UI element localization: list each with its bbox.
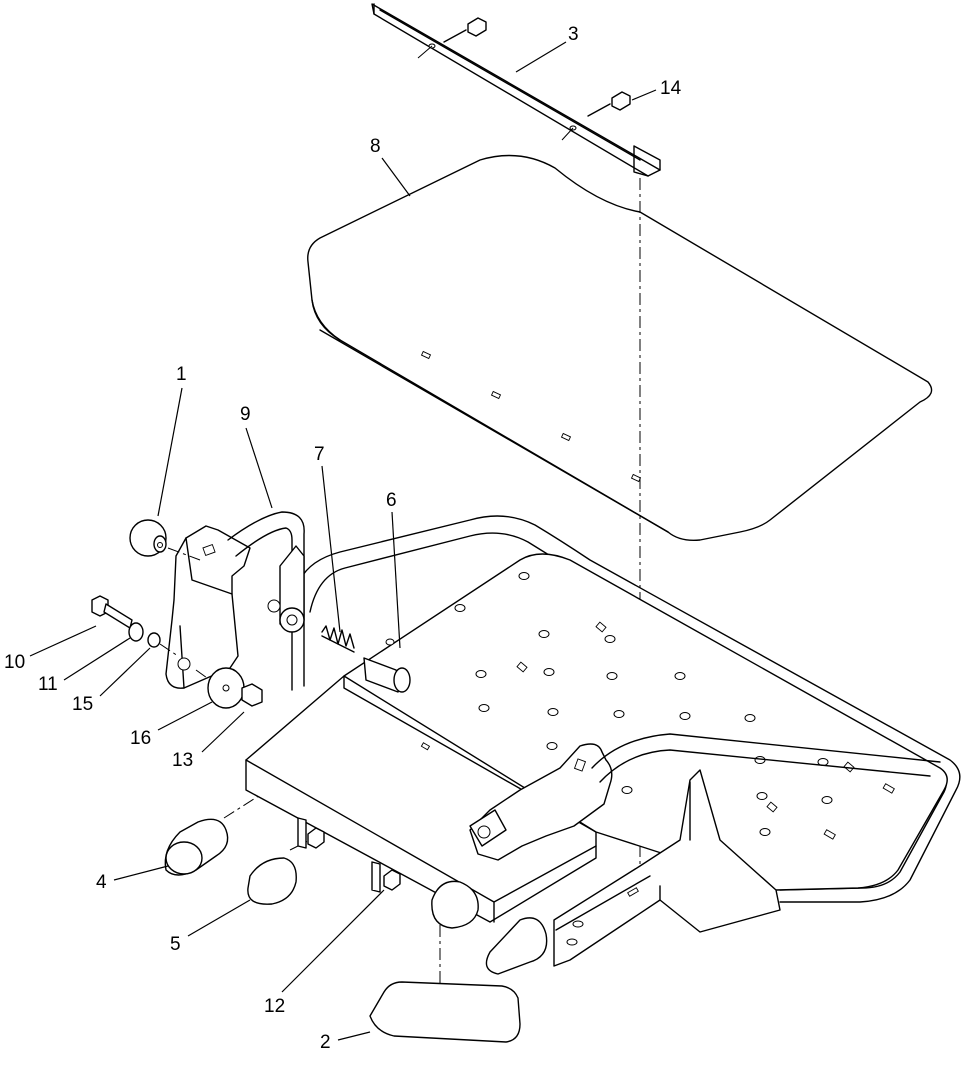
- callout-7: 7: [314, 444, 325, 465]
- nuts-part-12: [297, 817, 401, 893]
- callout-15: 15: [72, 694, 93, 715]
- floor-pan-part-8: [307, 154, 933, 542]
- callout-2: 2: [320, 1032, 331, 1053]
- frame-assembly: [245, 515, 961, 967]
- callout-14: 14: [660, 78, 682, 99]
- callout-16: 16: [130, 728, 151, 749]
- callout-labels: 1 2 3 4 5 6 7 8 9 10 11 12 13 14 15 16: [4, 24, 682, 1053]
- bolt-part-14: [443, 17, 631, 117]
- callout-1: 1: [176, 364, 187, 385]
- pivot-bracket-part-9: [165, 511, 305, 691]
- callout-6: 6: [386, 490, 397, 511]
- knob-part-1: [129, 519, 201, 561]
- callout-3: 3: [568, 24, 579, 45]
- bumper-part-5: [247, 857, 297, 905]
- callout-13: 13: [172, 750, 193, 771]
- pin-part-6: [363, 638, 411, 693]
- bumper-right: [431, 880, 548, 975]
- pad-part-2: [369, 981, 521, 1043]
- callout-8: 8: [370, 136, 381, 157]
- pan-holes: [420, 572, 895, 840]
- callout-9: 9: [240, 404, 251, 425]
- callout-11: 11: [38, 674, 58, 695]
- callout-5: 5: [170, 934, 181, 955]
- callout-10: 10: [4, 652, 25, 673]
- callout-4: 4: [96, 872, 107, 893]
- leader-lines: [29, 41, 657, 1041]
- bumper-part-4: [164, 818, 229, 876]
- bracket-part-3: [371, 3, 661, 177]
- hardware-left: [91, 595, 263, 709]
- spring-part-7: [321, 625, 355, 653]
- callout-12: 12: [264, 996, 285, 1017]
